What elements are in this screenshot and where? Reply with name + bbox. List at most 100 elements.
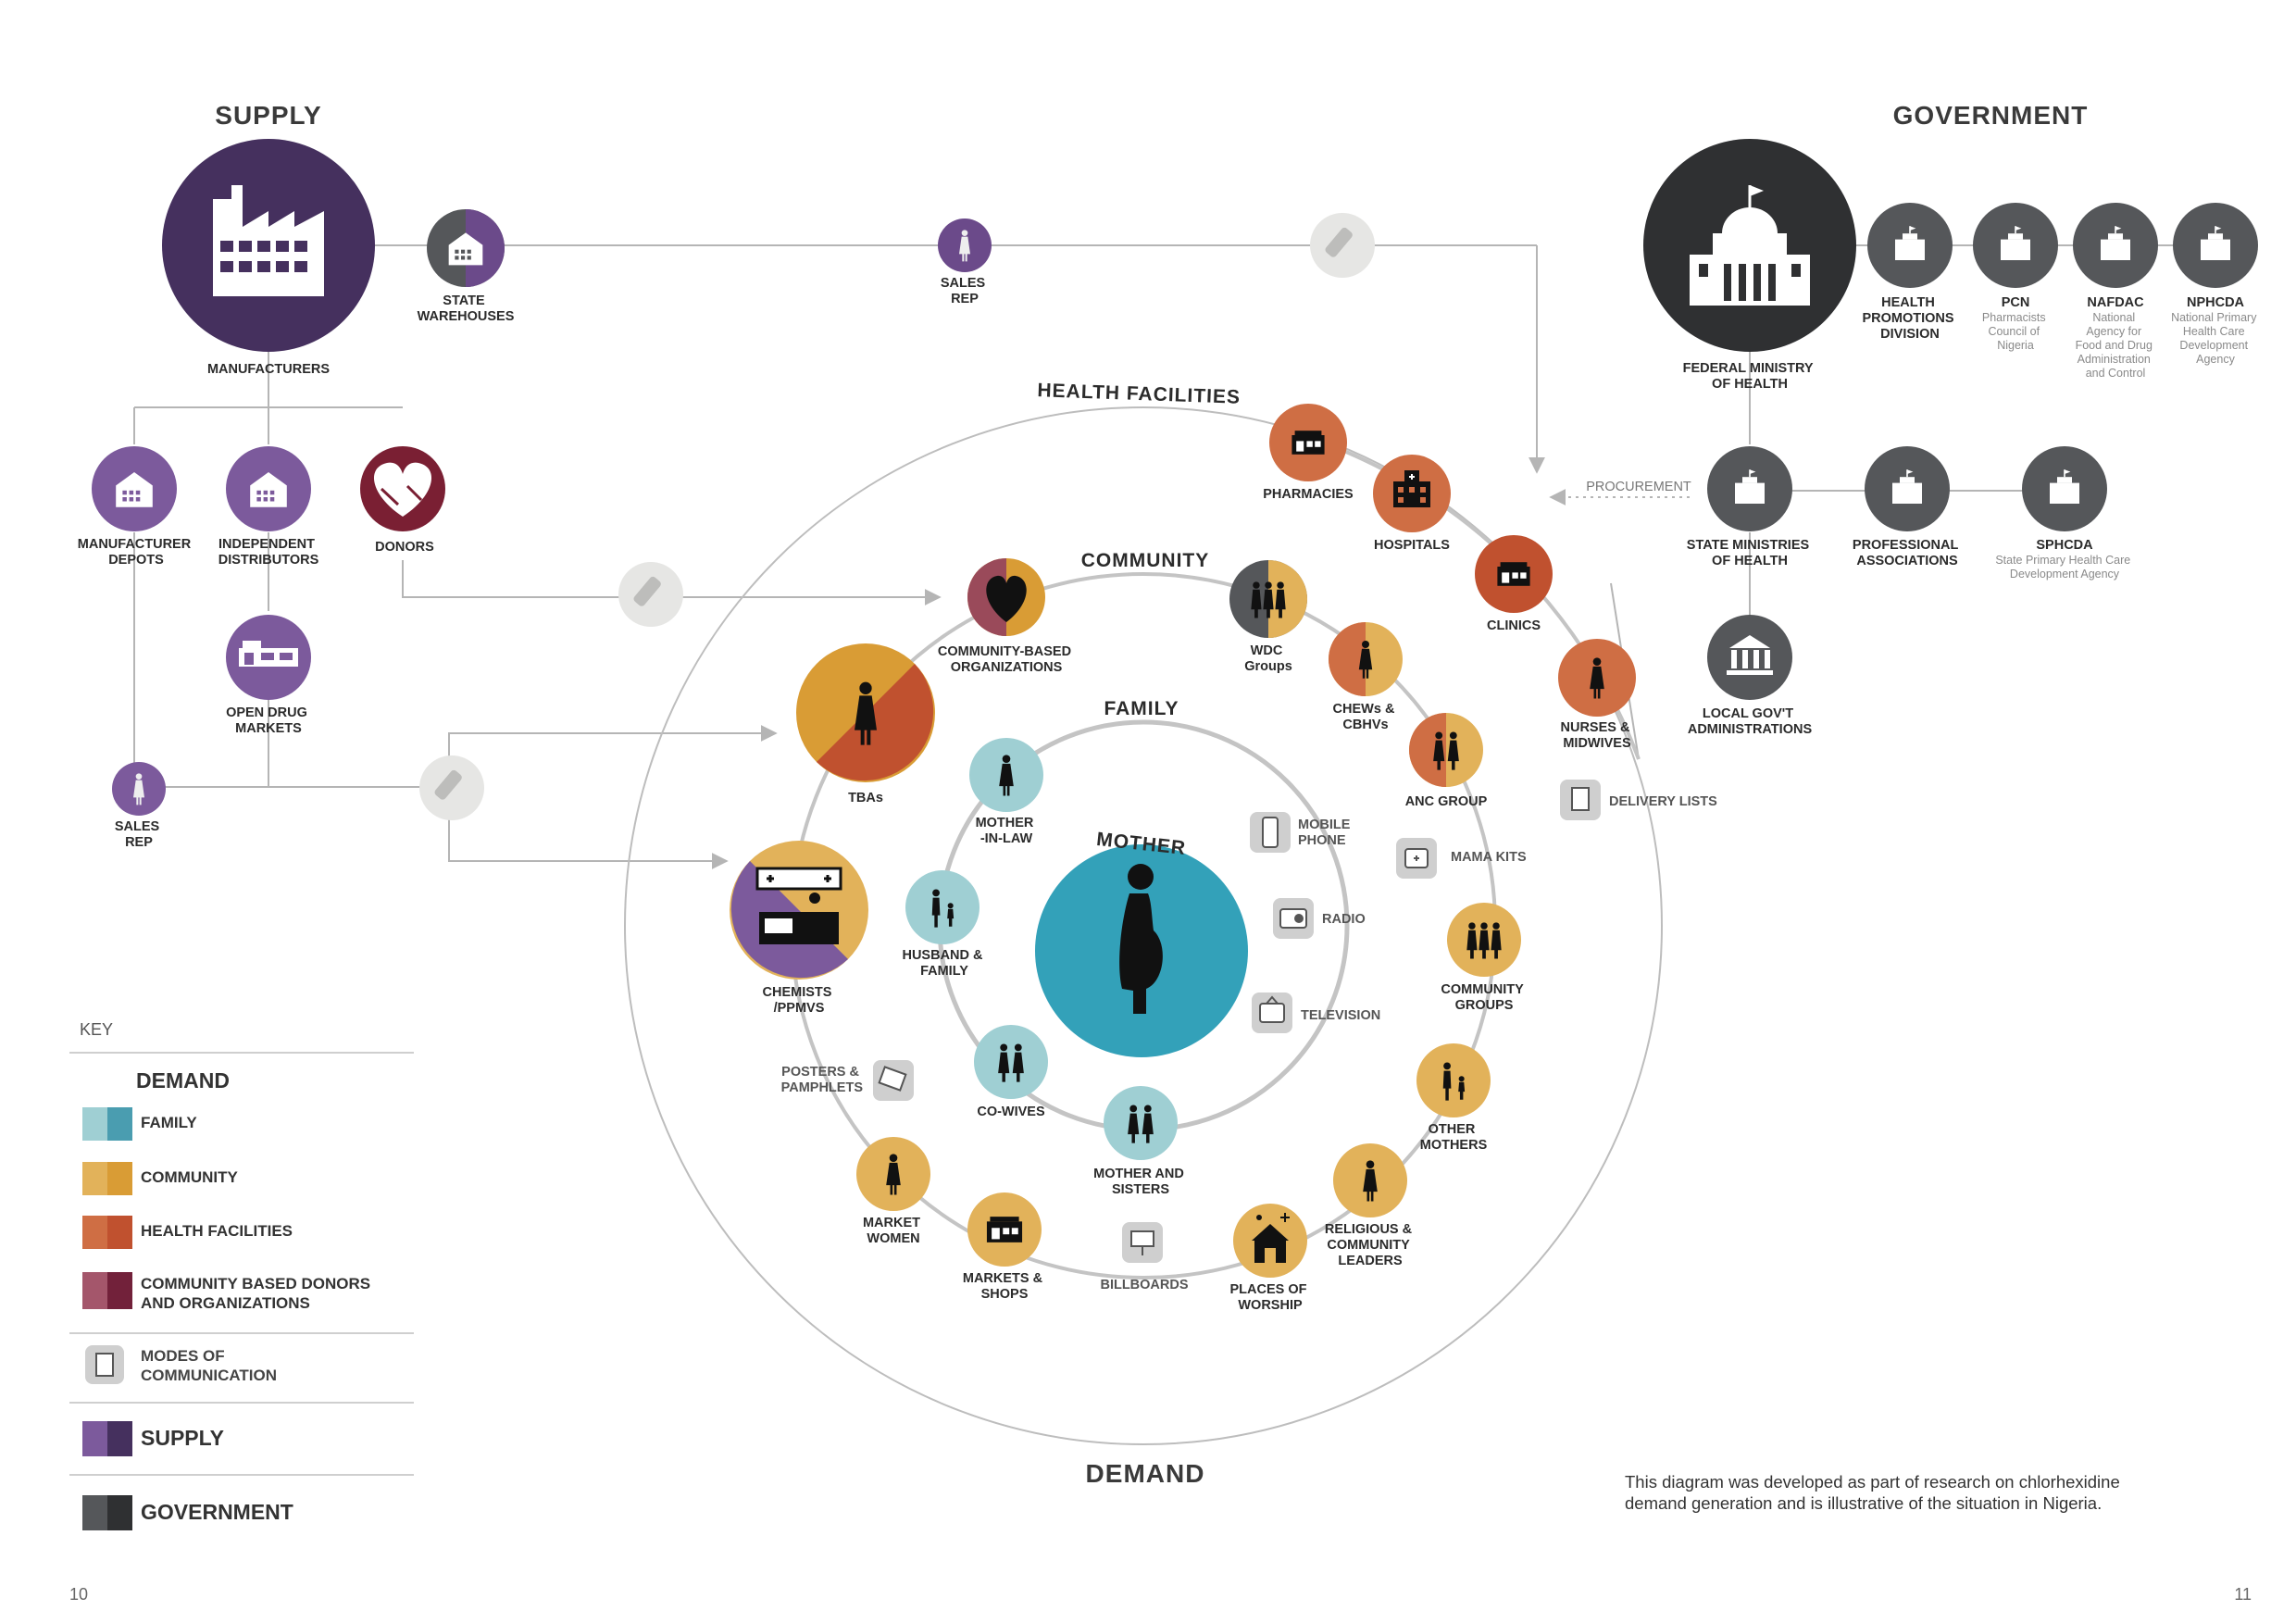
places-of-worship-node[interactable]: PLACES OF WORSHIP	[1229, 1204, 1310, 1313]
key-modes-label: MODES OF COMMUNICATION	[141, 1347, 277, 1384]
sphcda-node[interactable]: SPHCDA State Primary Health Care Develop…	[1995, 446, 2133, 581]
bottle-marker-top	[1310, 213, 1375, 278]
sales-rep-left-node[interactable]: SALES REP	[112, 762, 166, 850]
federal-ministry-label: FEDERAL MINISTRY OF HEALTH	[1683, 361, 1817, 392]
other-mothers-label: OTHER MOTHERS	[1420, 1122, 1488, 1153]
delivery-lists-label: DELIVERY LISTS	[1609, 794, 1717, 809]
pamphlet-icon	[878, 1066, 907, 1092]
procurement-label: PROCUREMENT	[1586, 480, 1691, 494]
wdc-node[interactable]: WDC Groups	[1229, 560, 1307, 674]
manufacturer-depots-label: MANUFACTURER DEPOTS	[78, 537, 194, 568]
state-ministries-label: STATE MINISTRIES OF HEALTH	[1687, 538, 1813, 568]
sphcda-description: State Primary Health Care Development Ag…	[1995, 554, 2133, 581]
mother-sisters-node[interactable]: MOTHER AND SISTERS	[1093, 1086, 1188, 1197]
market-women-node[interactable]: MARKET WOMEN	[856, 1137, 930, 1246]
key-title: KEY	[80, 1020, 113, 1039]
cbo-label: COMMUNITY-BASED ORGANIZATIONS	[938, 644, 1075, 675]
key-health-facilities: HEALTH FACILITIES	[82, 1216, 293, 1249]
pharmacies-node[interactable]: PHARMACIES	[1263, 404, 1354, 502]
markets-shops-node[interactable]: MARKETS & SHOPS	[963, 1192, 1046, 1302]
mama-kits-mode[interactable]: MAMA KITS	[1396, 838, 1527, 879]
independent-distributors-label: INDEPENDENT DISTRIBUTORS	[218, 537, 319, 568]
anc-node[interactable]: ANC GROUP	[1405, 713, 1488, 809]
pcn-label: PCN	[2002, 295, 2030, 310]
nafdac-node[interactable]: NAFDAC National Agency for Food and Drug…	[2073, 203, 2158, 380]
state-ministries-node[interactable]: STATE MINISTRIES OF HEALTH	[1687, 446, 1813, 568]
tbas-node[interactable]: TBAs	[796, 643, 935, 805]
chews-node[interactable]: CHEWs & CBHVs	[1329, 622, 1403, 732]
key-government: GOVERNMENT	[82, 1495, 293, 1530]
sales-rep-left-label: SALES REP	[115, 819, 163, 850]
key-family-label: FAMILY	[141, 1114, 197, 1131]
cbo-node[interactable]: COMMUNITY-BASED ORGANIZATIONS	[938, 558, 1075, 675]
group-icon	[1251, 581, 1286, 618]
sales-rep-top-node[interactable]: SALES REP	[938, 218, 992, 306]
key-community: COMMUNITY	[82, 1162, 238, 1195]
religious-leaders-label: RELIGIOUS & COMMUNITY LEADERS	[1325, 1222, 1416, 1268]
pcn-description: Pharmacists Council of Nigeria	[1982, 311, 2049, 352]
other-mothers-node[interactable]: OTHER MOTHERS	[1416, 1043, 1491, 1153]
manufacturer-depots-node[interactable]: MANUFACTURER DEPOTS	[78, 446, 194, 568]
supply-heading: SUPPLY	[215, 101, 321, 130]
state-warehouses-label: STATE WAREHOUSES	[418, 293, 515, 324]
town-hall-icon	[1727, 635, 1773, 675]
open-drug-markets-node[interactable]: OPEN DRUG MARKETS	[226, 615, 311, 736]
nurses-node[interactable]: NURSES & MIDWIVES	[1558, 639, 1636, 751]
husband-family-node[interactable]: HUSBAND & FAMILY	[902, 870, 986, 979]
community-ring-title: COMMUNITY	[1081, 550, 1210, 571]
radio-label: RADIO	[1322, 912, 1366, 927]
nphcda-node[interactable]: NPHCDA National Primary Health Care Deve…	[2171, 203, 2260, 366]
hospitals-node[interactable]: HOSPITALS	[1373, 455, 1451, 553]
co-wives-node[interactable]: CO-WIVES	[974, 1025, 1048, 1119]
sales-rep-top-label: SALES REP	[941, 276, 989, 306]
professional-associations-node[interactable]: PROFESSIONAL ASSOCIATIONS	[1853, 446, 1962, 568]
page-number-right: 11	[2234, 1585, 2252, 1604]
anc-label: ANC GROUP	[1405, 794, 1488, 809]
demand-heading: DEMAND	[1086, 1459, 1205, 1488]
chemists-node[interactable]: CHEMISTS /PPMVS	[730, 841, 868, 1016]
radio-icon	[1279, 908, 1307, 929]
mother-in-law-label: MOTHER -IN-LAW	[976, 816, 1038, 846]
billboards-mode[interactable]: BILLBOARDS	[1100, 1222, 1189, 1292]
key-donors: COMMUNITY BASED DONORS AND ORGANIZATIONS	[82, 1272, 375, 1312]
pcn-node[interactable]: PCN Pharmacists Council of Nigeria	[1973, 203, 2058, 352]
heart-hands-icon	[373, 462, 432, 517]
key-health-label: HEALTH FACILITIES	[141, 1222, 293, 1240]
husband-family-label: HUSBAND & FAMILY	[902, 948, 986, 979]
radio-mode[interactable]: RADIO	[1273, 898, 1366, 939]
local-government-node[interactable]: LOCAL GOV'T ADMINISTRATIONS	[1688, 615, 1813, 737]
hpd-label: HEALTH PROMOTIONS DIVISION	[1862, 295, 1957, 342]
hospitals-label: HOSPITALS	[1374, 538, 1450, 553]
nphcda-label: NPHCDA	[2187, 295, 2245, 310]
federal-ministry-node[interactable]: FEDERAL MINISTRY OF HEALTH	[1643, 139, 1856, 392]
television-mode[interactable]: TELEVISION	[1252, 993, 1380, 1033]
posters-mode[interactable]: POSTERS & PAMPHLETS	[781, 1060, 914, 1101]
independent-distributors-node[interactable]: INDEPENDENT DISTRIBUTORS	[218, 446, 319, 568]
chemist-shop-icon	[755, 867, 842, 944]
delivery-lists-mode[interactable]: DELIVERY LISTS	[1560, 780, 1717, 820]
outer-ring	[624, 406, 1663, 1445]
mother-node[interactable]: MOTHER	[1035, 829, 1248, 1057]
clinics-node[interactable]: CLINICS	[1475, 535, 1553, 633]
mother-in-law-node[interactable]: MOTHER -IN-LAW	[969, 738, 1043, 846]
hpd-node[interactable]: HEALTH PROMOTIONS DIVISION	[1862, 203, 1957, 342]
pharmacies-label: PHARMACIES	[1263, 487, 1354, 502]
manufacturers-node[interactable]: MANUFACTURERS	[162, 139, 375, 377]
bottle-marker-bottom	[419, 755, 484, 820]
community-groups-node[interactable]: COMMUNITY GROUPS	[1441, 903, 1527, 1013]
key-government-label: GOVERNMENT	[141, 1500, 293, 1524]
television-label: TELEVISION	[1301, 1008, 1380, 1023]
state-warehouses-node[interactable]: STATE WAREHOUSES	[418, 209, 515, 324]
key-modes: MODES OF COMMUNICATION	[85, 1345, 277, 1384]
key-donors-label: COMMUNITY BASED DONORS AND ORGANIZATIONS	[141, 1275, 375, 1312]
markets-shops-label: MARKETS & SHOPS	[963, 1271, 1046, 1302]
local-government-label: LOCAL GOV'T ADMINISTRATIONS	[1688, 706, 1813, 737]
donors-node[interactable]: DONORS	[360, 446, 445, 555]
religious-leaders-node[interactable]: RELIGIOUS & COMMUNITY LEADERS	[1325, 1143, 1416, 1268]
mobile-phone-mode[interactable]: MOBILE PHONE	[1250, 812, 1354, 853]
handshake-icon	[986, 575, 1027, 622]
family-ring-title: FAMILY	[1104, 698, 1179, 719]
health-facilities-ring-title: HEALTH FACILITIES	[1037, 380, 1241, 408]
hospital-icon	[1393, 470, 1430, 507]
